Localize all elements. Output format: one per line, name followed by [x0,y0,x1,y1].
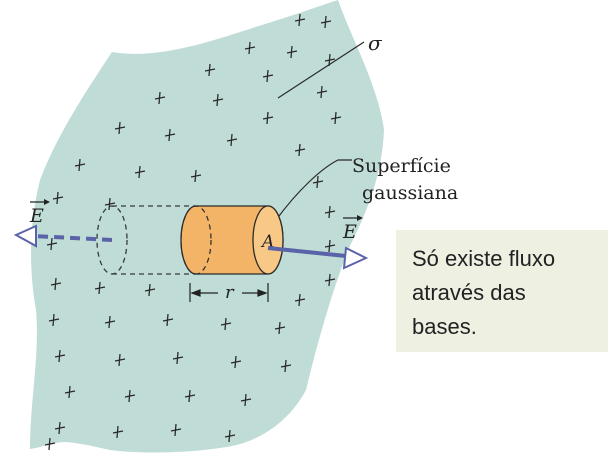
plus-charge [164,128,176,142]
plus-charge [64,385,76,399]
plus-charge [54,421,66,435]
plus-charge [280,359,292,373]
surface-label-line1: Superfície [352,155,451,177]
plus-charge [104,315,116,329]
plus-charge [330,111,342,125]
sigma-leader-line [277,41,365,99]
sigma-label: σ [368,31,383,55]
surface-label-line2: gaussiana [362,182,458,204]
plus-charge [52,191,64,205]
cylinder-hidden-part [96,205,196,275]
plus-charge [134,165,146,179]
plus-charge [226,133,238,147]
surface-leader-line [275,159,352,221]
plus-charge [124,389,136,403]
flux-note-line1: Só existe fluxo [412,246,556,271]
plus-charge [162,313,174,327]
plus-charge [294,13,306,27]
svg-text:E: E [342,221,357,243]
plus-charge [74,158,86,172]
plus-charge [324,205,336,219]
plus-charge [172,351,184,365]
plus-charge [286,45,298,59]
plus-charge [262,111,274,125]
plus-charge [320,15,332,29]
plus-charge [212,93,224,107]
gaussian-cylinder [180,205,284,275]
plus-charge [94,281,106,295]
flux-note-line3: bases. [412,314,477,339]
plus-charge [114,353,126,367]
plus-charge [144,283,156,297]
plus-charge [114,121,126,135]
plus-charge [104,197,116,211]
plus-charge [44,437,56,451]
cylinder-inner-edge [180,205,212,275]
flux-note-box: Só existe fluxo através das bases. [396,230,608,352]
plus-charge [262,69,274,83]
field-label-right: E [342,215,363,243]
field-arrow-left [13,224,113,248]
plus-charge [294,293,306,307]
plus-charge [324,239,336,253]
svg-text:E: E [29,205,44,227]
flux-note-line2: através das [412,280,526,305]
plus-charge [230,355,242,369]
plus-charge [154,91,166,105]
plus-charge [274,321,286,335]
plus-charge [220,317,232,331]
plus-charge [50,277,62,291]
plus-charge [170,423,182,437]
plus-charge [46,237,58,251]
positive-charges [44,13,342,451]
plus-charge [204,63,216,77]
field-arrow-right [267,246,369,270]
plus-charge [54,349,66,363]
field-label-left: E [29,199,50,227]
plus-charge [244,41,256,55]
plus-charge [48,313,60,327]
cylinder-right-base [252,205,284,275]
radius-label: r [225,282,235,303]
plus-charge [112,425,124,439]
plus-charge [190,169,202,183]
plus-charge [316,85,328,99]
plus-charge [224,429,236,443]
plus-charge [312,175,324,189]
plus-charge [324,273,336,287]
plus-charge [184,389,196,403]
plus-charge [294,143,306,157]
plus-charge [240,393,252,407]
radius-dimension [189,283,269,302]
